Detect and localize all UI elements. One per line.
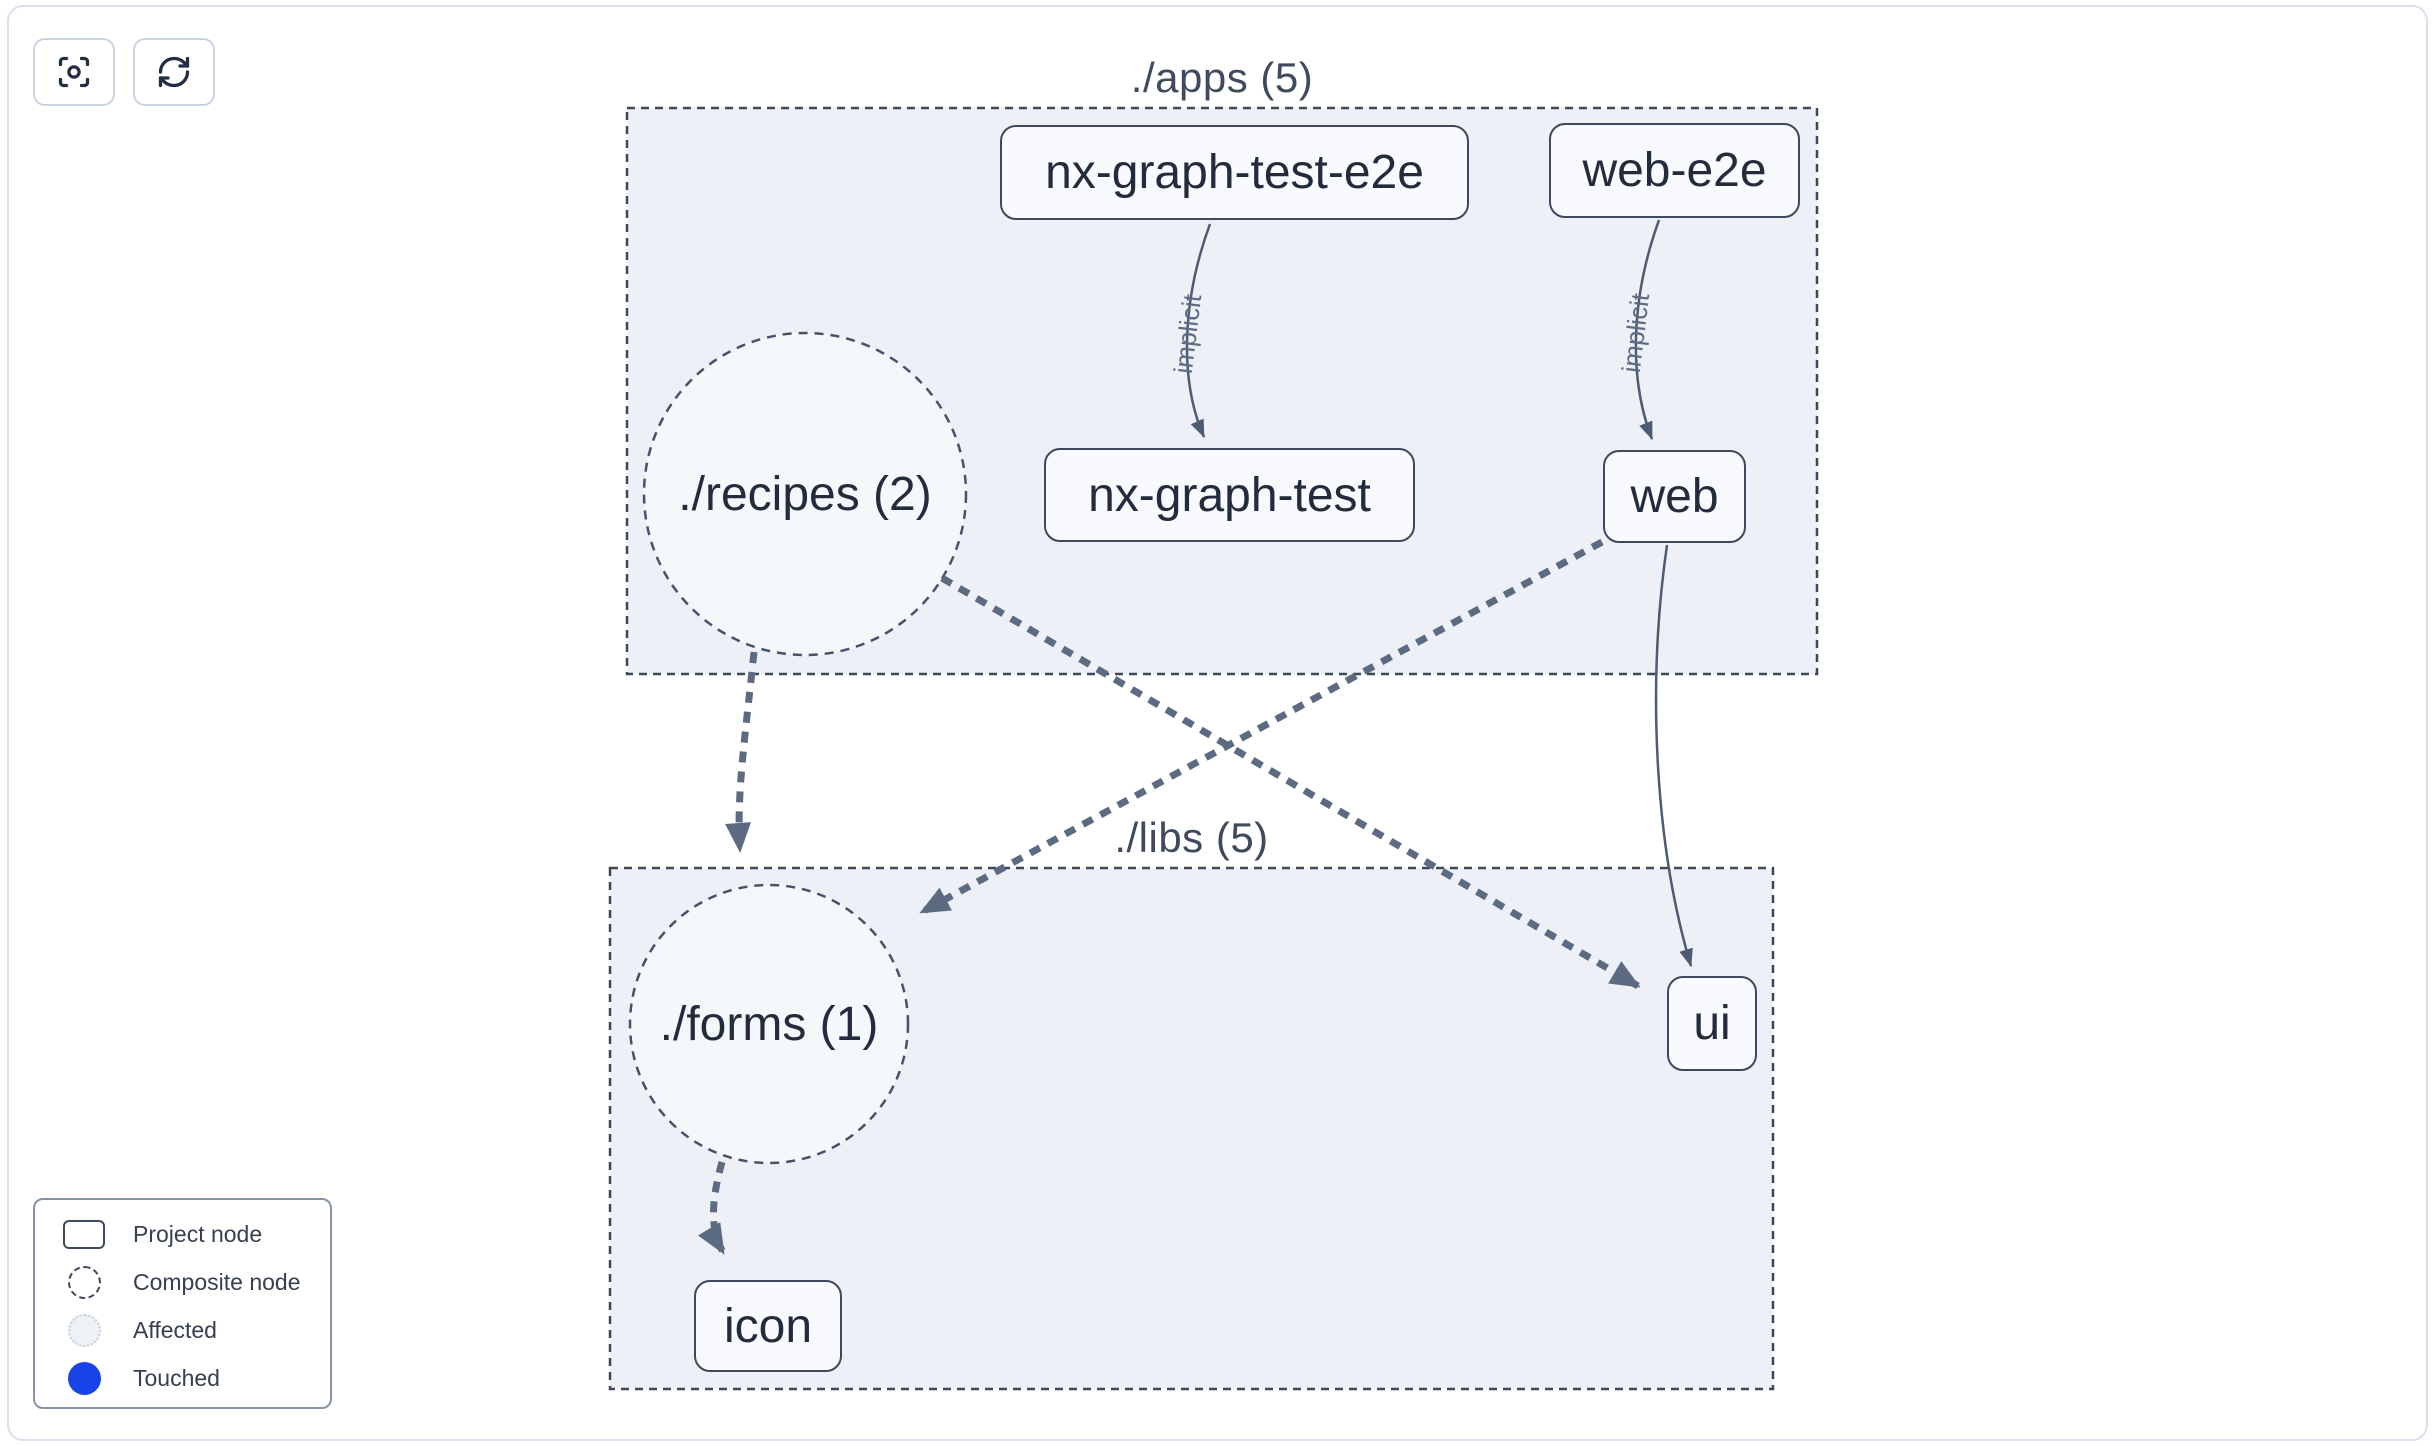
focus-view-button[interactable] (33, 38, 115, 106)
project-node-nx-graph-test[interactable]: nx-graph-test (1044, 448, 1415, 542)
legend-item-project-node: Project node (35, 1210, 330, 1258)
project-node-icon[interactable]: icon (694, 1280, 842, 1372)
project-node-web[interactable]: web (1603, 450, 1746, 543)
project-node-web-e2e[interactable]: web-e2e (1549, 123, 1800, 218)
node-label: web (1630, 470, 1719, 523)
node-label: nx-graph-test-e2e (1045, 146, 1424, 199)
node-label: ui (1693, 997, 1731, 1050)
libs-group-title: ./libs (5) (1114, 814, 1269, 861)
project-node-ui[interactable]: ui (1667, 976, 1757, 1071)
composite-node-swatch-icon (61, 1265, 107, 1299)
focus-scan-icon (58, 56, 90, 88)
legend-label: Touched (133, 1364, 220, 1391)
legend: Project node Composite node Affected Tou… (33, 1198, 332, 1409)
legend-item-affected: Affected (35, 1306, 330, 1354)
legend-label: Affected (133, 1316, 217, 1343)
composite-node-forms-label[interactable]: ./forms (1) (659, 997, 879, 1051)
refresh-icon (158, 56, 190, 88)
touched-swatch-icon (61, 1361, 107, 1395)
node-label: nx-graph-test (1088, 468, 1371, 522)
graph-canvas[interactable] (7, 5, 2428, 1441)
project-node-nx-graph-test-e2e[interactable]: nx-graph-test-e2e (1000, 125, 1469, 220)
apps-group-title: ./apps (5) (1130, 54, 1314, 101)
node-label: icon (723, 1299, 813, 1353)
legend-label: Project node (133, 1220, 263, 1247)
node-label: web-e2e (1582, 144, 1767, 197)
legend-item-touched: Touched (35, 1354, 330, 1402)
affected-swatch-icon (61, 1313, 107, 1347)
legend-label: Composite node (133, 1268, 301, 1295)
legend-item-composite-node: Composite node (35, 1258, 330, 1306)
refresh-graph-button[interactable] (133, 38, 215, 106)
composite-node-recipes-label[interactable]: ./recipes (2) (678, 467, 932, 521)
project-node-swatch-icon (61, 1219, 107, 1249)
